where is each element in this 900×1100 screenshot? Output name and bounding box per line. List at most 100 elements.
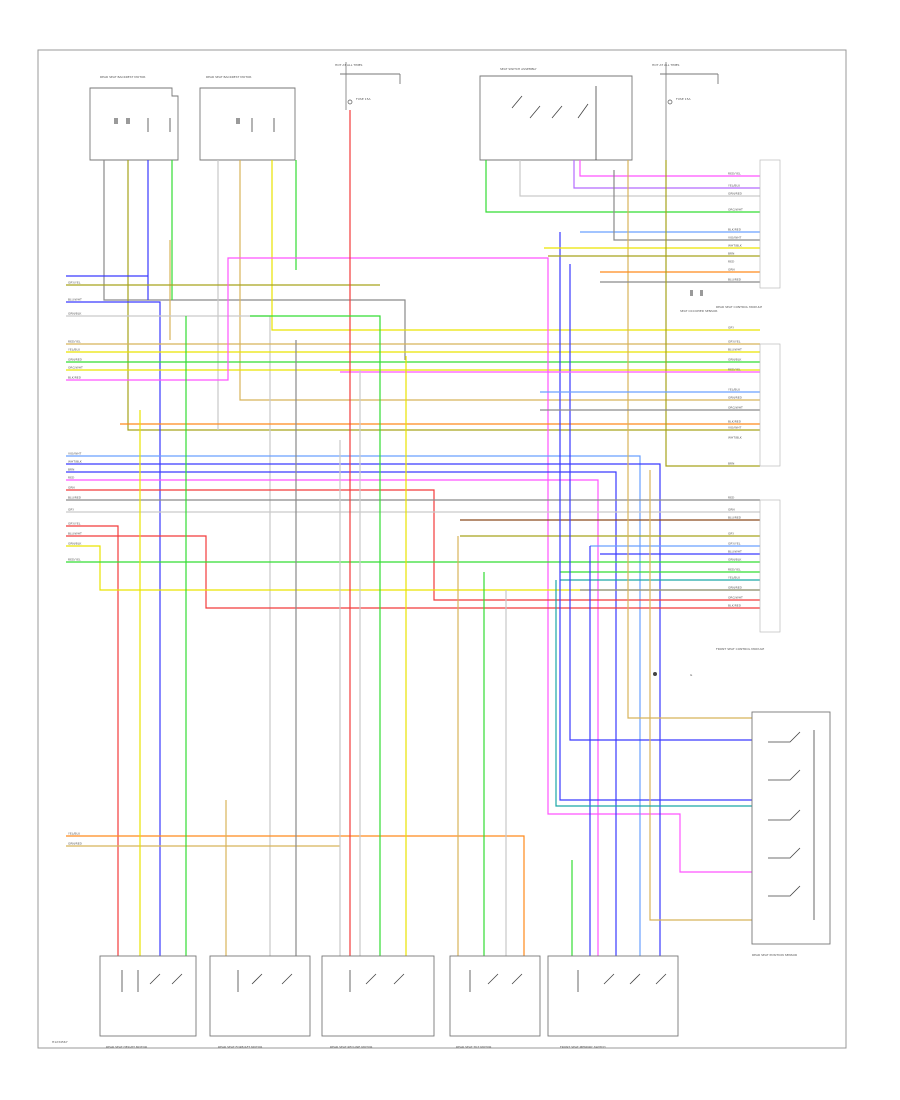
wire-blue-19 bbox=[66, 471, 617, 956]
wire-code-label: YEL/BLU bbox=[728, 388, 740, 392]
wire-blue-48 bbox=[569, 264, 752, 741]
wire-code-label: WHT/BLK bbox=[68, 460, 83, 464]
fuse-label-1: FUSE 15A bbox=[356, 97, 371, 101]
wire-teal-70 bbox=[555, 580, 752, 807]
wire-code-label: RED bbox=[68, 476, 75, 480]
wire-code-label: BLK/RED bbox=[728, 228, 742, 232]
wire-code-label: GRN bbox=[68, 486, 75, 490]
seat-switch-assembly: SEAT SWITCH ASSEMBLY bbox=[479, 67, 633, 161]
wire-gray-0 bbox=[103, 160, 406, 360]
wire-code-label: RED/YEL bbox=[68, 340, 81, 344]
wire-lightgray-39 bbox=[519, 160, 760, 197]
wire-labels: GRY/YEL BLU/WHT GRN/BLK RED/YEL YEL/BLU GRN/R… bbox=[68, 172, 743, 846]
wire-code-label: GRN bbox=[728, 268, 735, 272]
wire-lightgray-11 bbox=[66, 315, 271, 956]
wire-code-label: GRN/BLK bbox=[728, 358, 742, 362]
bottom-label-1: REAR SEAT HEIGHT MOTOR bbox=[106, 1045, 147, 1049]
wire-code-label: GRY/YEL bbox=[68, 522, 81, 526]
top-left-motor-1: REAR SEAT BACKREST MOTOR bbox=[89, 75, 179, 161]
wire-code-label: BLU/RED bbox=[68, 496, 82, 500]
top-left-motor-2: REAR SEAT BACKREST MOTOR bbox=[199, 75, 296, 161]
wire-code-label: BLU/RED bbox=[728, 278, 742, 282]
wire-yellow-26 bbox=[66, 545, 760, 591]
hot-label-2: HOT AT ALL TIMES bbox=[652, 63, 680, 67]
wire-red-25 bbox=[66, 535, 760, 609]
left-motor-2-label: REAR SEAT BACKREST MOTOR bbox=[206, 75, 252, 79]
wire-code-label: WHT/BLK bbox=[728, 244, 743, 248]
wire-code-label: BLK/RED bbox=[728, 604, 742, 608]
bottom-motor-4: REAR SEAT TILT MOTOR bbox=[449, 955, 541, 1049]
wire-code-label: GRY/YEL bbox=[68, 281, 81, 285]
wire-code-label: GRN bbox=[728, 508, 735, 512]
wire-blue-42 bbox=[559, 232, 752, 801]
bottom-label-3: REAR SEAT RECLINE MOTOR bbox=[330, 1045, 372, 1049]
fuse-block-2: HOT AT ALL TIMES FUSE 15A bbox=[652, 62, 719, 160]
bottom-memory-switch: FRONT SEAT MEMORY SWITCH bbox=[547, 955, 679, 1049]
wire-code-label: VIO/WHT bbox=[728, 426, 742, 430]
wire-gray-44 bbox=[613, 170, 760, 241]
wire-red-24 bbox=[66, 525, 119, 956]
wire-blue-2 bbox=[66, 160, 149, 300]
front-seat-module-label: FRONT SEAT CONTROL MODULE bbox=[716, 647, 764, 651]
ground-label: G bbox=[690, 673, 693, 677]
bottom-motor-3: REAR SEAT RECLINE MOTOR bbox=[321, 955, 435, 1049]
wire-tan-45 bbox=[627, 160, 752, 719]
hot-label-1: HOT AT ALL TIMES bbox=[335, 63, 363, 67]
seat-occupied-label: SEAT OCCUPIED SENSOR bbox=[680, 309, 717, 313]
wire-code-label: VIO/WHT bbox=[728, 236, 742, 240]
seat-switch-label: SEAT SWITCH ASSEMBLY bbox=[500, 67, 537, 71]
rear-seat-position-sensor: REAR SEAT POSITION SENSOR bbox=[751, 711, 831, 957]
fuse-label-2: FUSE 15A bbox=[676, 97, 691, 101]
left-motor-1-label: REAR SEAT BACKREST MOTOR bbox=[100, 75, 146, 79]
wire-code-label: YEL/BLU bbox=[728, 184, 740, 188]
wire-code-label: BRN bbox=[728, 252, 734, 256]
seat-occupied-sensor: SEAT OCCUPIED SENSOR bbox=[680, 290, 717, 313]
wire-green-60 bbox=[250, 315, 381, 956]
rear-seat-module-lower: FRONT SEAT CONTROL MODULE bbox=[716, 343, 781, 651]
bottom-motor-2: REAR SEAT FORE/AFT MOTOR bbox=[209, 955, 311, 1049]
bottom-label-2: REAR SEAT FORE/AFT MOTOR bbox=[218, 1045, 262, 1049]
wire-code-label: GRN/RED bbox=[68, 358, 83, 362]
wire-code-label: RED bbox=[728, 260, 735, 264]
wire-code-label: ORG/WHT bbox=[68, 366, 83, 370]
wire-code-label: BLU/WHT bbox=[728, 550, 742, 554]
footer-code: H1234567 bbox=[52, 1040, 68, 1044]
rear-seat-control-module: REAR SEAT CONTROL MODULE bbox=[716, 159, 781, 309]
wire-blue-10 bbox=[66, 301, 161, 956]
wire-violet-40 bbox=[573, 160, 760, 189]
wire-pink-16 bbox=[66, 257, 752, 873]
wire-code-label: GRN/RED bbox=[728, 396, 743, 400]
wire-code-label: VIO/WHT bbox=[68, 452, 82, 456]
wire-code-label: BLU/WHT bbox=[728, 348, 742, 352]
wire-tan-6 bbox=[239, 160, 760, 401]
wire-red-21 bbox=[66, 489, 760, 601]
bottom-label-5: FRONT SEAT MEMORY SWITCH bbox=[560, 1045, 605, 1049]
wire-yellow-7 bbox=[271, 160, 760, 331]
wire-code-label: BLK/RED bbox=[68, 376, 82, 380]
wire-code-label: GRY bbox=[728, 326, 734, 330]
wire-code-label: RED/YEL bbox=[68, 558, 81, 562]
wire-code-label: RED bbox=[728, 496, 735, 500]
wire-harness bbox=[66, 110, 760, 956]
wire-blue-18 bbox=[66, 463, 661, 956]
bottom-label-4: REAR SEAT TILT MOTOR bbox=[456, 1045, 491, 1049]
wire-code-label: GRN/BLK bbox=[68, 542, 82, 546]
diagram-frame bbox=[37, 49, 847, 1049]
wire-code-label: BLU/WHT bbox=[68, 298, 82, 302]
wire-code-label: WHT/BLK bbox=[728, 436, 743, 440]
wire-code-label: GRN/BLK bbox=[728, 558, 742, 562]
wire-code-label: YEL/BLU bbox=[728, 576, 740, 580]
wire-code-label: GRN/RED bbox=[68, 842, 83, 846]
wire-orange-36 bbox=[66, 835, 525, 956]
wire-code-label: BRN bbox=[68, 468, 74, 472]
rear-seat-module-label: REAR SEAT CONTROL MODULE bbox=[716, 305, 762, 309]
wire-code-label: RED/YEL bbox=[728, 368, 741, 372]
wire-pink-20 bbox=[66, 479, 599, 956]
wire-pink-41 bbox=[579, 160, 760, 177]
wire-code-label: GRN/RED bbox=[728, 586, 743, 590]
wire-code-label: ORG/WHT bbox=[728, 208, 743, 212]
ground-point: G bbox=[653, 672, 693, 677]
wire-code-label: RED/YEL bbox=[728, 172, 741, 176]
wire-code-label: GRY bbox=[68, 508, 74, 512]
